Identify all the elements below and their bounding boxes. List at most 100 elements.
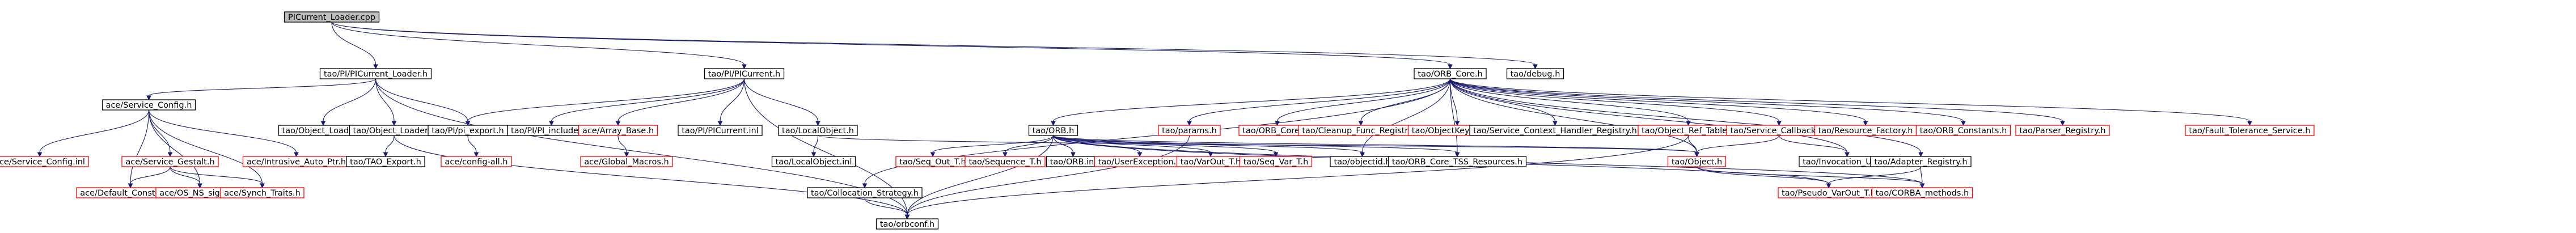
node-tao-resource-factory-h[interactable]: tao/Resource_Factory.h xyxy=(1814,125,1917,136)
edge-line xyxy=(1449,78,2063,122)
edge-arrowhead xyxy=(465,121,471,126)
edge-objloader_h2-to-orbconf_h xyxy=(394,135,910,220)
node-box xyxy=(1388,156,1527,167)
edge-arrowhead xyxy=(1553,121,1558,126)
edge-adapter_h-to-corba_h xyxy=(1919,166,1925,189)
node-picurrent-loader-cpp[interactable]: PICurrent_Loader.cpp xyxy=(284,11,380,23)
node-box xyxy=(578,125,658,136)
node-ace-intrusive-auto-ptr-h[interactable]: ace/Intrusive_Auto_Ptr.h xyxy=(242,156,350,167)
node-tao-params-h[interactable]: tao/params.h xyxy=(1158,125,1221,136)
edge-arrowhead xyxy=(904,214,910,220)
node-tao-parser-registry-h[interactable]: tao/Parser_Registry.h xyxy=(2015,125,2110,136)
node-label: ace/OS_NS_signal.h xyxy=(159,189,240,198)
edge-line xyxy=(39,109,150,153)
edge-line xyxy=(375,78,468,122)
node-tao-collocation-strategy-h[interactable]: tao/Collocation_Strategy.h xyxy=(807,187,923,198)
node-tao-seq-out-t-h[interactable]: tao/Seq_Out_T.h xyxy=(895,156,970,167)
edge-arrowhead xyxy=(1454,121,1460,126)
node-tao-pseudo-varout-t-h[interactable]: tao/Pseudo_VarOut_T.h xyxy=(1778,187,1880,198)
node-label: tao/Object_Loader.h xyxy=(353,126,435,135)
node-tao-debug-h[interactable]: tao/debug.h xyxy=(1506,68,1564,79)
node-tao-orb-core-h[interactable]: tao/ORB_Core.h xyxy=(1414,68,1487,79)
node-box xyxy=(704,68,785,79)
edge-arrowhead xyxy=(1454,152,1460,158)
edge-line xyxy=(1449,78,1689,122)
node-tao-pi-picurrent-h[interactable]: tao/PI/PICurrent.h xyxy=(704,68,785,79)
edge-line xyxy=(130,166,171,184)
node-ace-config-all-h[interactable]: ace/config-all.h xyxy=(441,156,512,167)
node-label: tao/Parser_Registry.h xyxy=(2019,126,2105,135)
node-label: tao/Cleanup_Func_Registry.h xyxy=(1302,126,1419,135)
node-tao-orb-core-inl[interactable]: tao/ORB_Core.inl xyxy=(1238,125,1316,136)
node-ace-array-base-h[interactable]: ace/Array_Base.h xyxy=(578,125,658,136)
node-ace-global-macros-h[interactable]: ace/Global_Macros.h xyxy=(580,156,673,167)
node-tao-orb-constants-h[interactable]: tao/ORB_Constants.h xyxy=(1915,125,2011,136)
node-tao-orbconf-h[interactable]: tao/orbconf.h xyxy=(875,218,939,230)
node-tao-fault-tolerance-service-h[interactable]: tao/Fault_Tolerance_Service.h xyxy=(2185,125,2315,136)
node-box xyxy=(771,156,856,167)
node-box xyxy=(101,99,196,111)
edge-picur_h-to-piexport_h xyxy=(465,78,745,126)
edge-orbcore_h-to-svcctx_h xyxy=(1449,78,1558,126)
edge-svcgestalt_h-to-synch_h xyxy=(170,166,265,189)
node-tao-corba-methods-h[interactable]: tao/CORBA_methods.h xyxy=(1871,187,1973,198)
node-box xyxy=(1239,156,1313,167)
node-label: tao/Object_Loader.h xyxy=(282,126,365,135)
edge-orbcore_h-to-orbcoreinl xyxy=(1275,78,1451,126)
edge-svcgestalt_h-to-osns_h xyxy=(170,166,202,189)
edge-line xyxy=(1004,135,1054,153)
node-tao-localobject-h[interactable]: tao/LocalObject.h xyxy=(778,125,858,136)
node-tao-service-callbacks-h[interactable]: tao/Service_Callbacks.h xyxy=(1726,125,1832,136)
node-tao-pi-pi-export-h[interactable]: tao/PI/pi_export.h xyxy=(428,125,508,136)
node-tao-userexception-h[interactable]: tao/UserException.h xyxy=(1094,156,1186,167)
node-ace-service-config-inl[interactable]: ace/Service_Config.inl xyxy=(0,156,89,167)
node-tao-object-ref-table-h[interactable]: tao/Object_Ref_Table.h xyxy=(1638,125,1739,136)
node-tao-localobject-inl[interactable]: tao/LocalObject.inl xyxy=(771,156,856,167)
node-tao-pi-picurrent-loader-h[interactable]: tao/PI/PICurrent_Loader.h xyxy=(319,68,432,79)
edge-root-to-picur_h xyxy=(331,22,747,70)
node-label: tao/params.h xyxy=(1162,126,1217,135)
node-ace-synch-traits-h[interactable]: ace/Synch_Traits.h xyxy=(220,187,304,198)
edge-piexport_h-to-configall_h xyxy=(467,135,479,158)
node-tao-service-context-handler-registry-h[interactable]: tao/Service_Context_Handler_Registry.h xyxy=(1469,125,1641,136)
edge-line xyxy=(148,78,377,96)
node-tao-tao-export-h[interactable]: tao/TAO_Export.h xyxy=(346,156,425,167)
edge-line xyxy=(813,135,819,153)
node-tao-object-loader-h[interactable]: tao/Object_Loader.h xyxy=(349,125,439,136)
edge-arrowhead xyxy=(1919,183,1925,189)
node-ace-service-config-h[interactable]: ace/Service_Config.h xyxy=(101,99,196,111)
edge-orb_h-to-objectid_h xyxy=(1052,135,1365,158)
node-tao-pi-picurrent-inl[interactable]: tao/PI/PICurrent.inl xyxy=(678,125,763,136)
node-label: ace/Intrusive_Auto_Ptr.h xyxy=(247,158,346,167)
node-tao-orb-core-tss-resources-h[interactable]: tao/ORB_Core_TSS_Resources.h xyxy=(1388,156,1527,167)
edge-line xyxy=(394,135,908,215)
edge-svcconf_h-to-synch_h xyxy=(148,109,265,189)
node-tao-objectid-h[interactable]: tao/objectid.h xyxy=(1330,156,1395,167)
edge-line xyxy=(907,135,1054,215)
edge-line xyxy=(932,135,1054,153)
node-ace-service-gestalt-h[interactable]: ace/Service_Gestalt.h xyxy=(121,156,219,167)
node-label: tao/LocalObject.inl xyxy=(776,158,852,167)
edge-arrowhead xyxy=(1533,64,1538,70)
node-tao-object-loader-h[interactable]: tao/Object_Loader.h xyxy=(278,125,369,136)
node-tao-varout-t-h[interactable]: tao/VarOut_T.h xyxy=(1176,156,1245,167)
node-tao-object-h[interactable]: tao/Object.h xyxy=(1667,156,1727,167)
node-tao-seq-var-t-h[interactable]: tao/Seq_Var_T.h xyxy=(1239,156,1313,167)
edge-arrowhead xyxy=(815,121,820,126)
node-tao-cleanup-func-registry-h[interactable]: tao/Cleanup_Func_Registry.h xyxy=(1298,125,1424,136)
edge-svcconf_h-to-osns_h xyxy=(148,109,202,189)
node-label: tao/ORB_Core.h xyxy=(1418,70,1482,79)
edge-orb_h-to-varout_h xyxy=(1052,135,1213,158)
node-label: tao/Service_Callbacks.h xyxy=(1730,126,1828,135)
node-tao-orb-h[interactable]: tao/ORB.h xyxy=(1028,125,1078,136)
node-label: ace/Service_Config.inl xyxy=(0,158,85,167)
node-label: tao/PI/PICurrent.inl xyxy=(682,126,759,135)
node-label: tao/PI/pi_export.h xyxy=(432,126,504,135)
node-tao-adapter-registry-h[interactable]: tao/Adapter_Registry.h xyxy=(1870,156,1972,167)
node-tao-orb-inl[interactable]: tao/ORB.inl xyxy=(1046,156,1101,167)
edge-orb_h-to-orbinl xyxy=(1052,135,1076,158)
node-tao-sequence-t-h[interactable]: tao/Sequence_T.h xyxy=(965,156,1046,167)
edge-line xyxy=(1696,135,1780,153)
edge-line xyxy=(323,78,377,122)
